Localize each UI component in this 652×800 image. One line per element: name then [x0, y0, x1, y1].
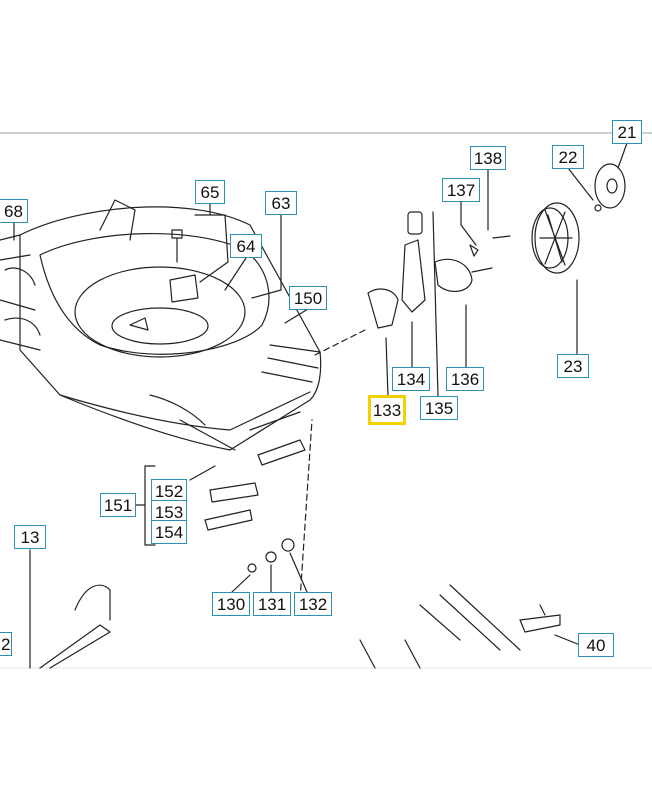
part-label-138: 138 — [470, 146, 506, 170]
part-label-134: 134 — [392, 367, 430, 391]
part-label-13: 13 — [14, 525, 46, 549]
washers-shape — [247, 538, 295, 573]
part-label-40: 40 — [578, 633, 614, 657]
part-label-151: 151 — [100, 493, 136, 517]
part-label-154: 154 — [151, 520, 187, 544]
part-label-68: 68 — [0, 199, 28, 223]
height-adjuster-parts — [367, 211, 511, 329]
part-label-63: 63 — [265, 191, 297, 215]
part-label-132: 132 — [294, 592, 332, 616]
part-label-21: 21 — [612, 120, 642, 144]
mower-deck-shape — [0, 199, 322, 451]
blade-assembly-shape — [129, 229, 199, 331]
leader-lines — [13, 142, 628, 669]
part-label-23: 23 — [557, 354, 589, 378]
part-label-135: 135 — [420, 396, 458, 420]
part-label-150: 150 — [289, 286, 327, 310]
part-label-137: 137 — [442, 178, 480, 202]
part-label-64: 64 — [230, 234, 262, 258]
part-label-131: 131 — [253, 592, 291, 616]
part-label-65: 65 — [195, 180, 225, 204]
part-label-136: 136 — [446, 367, 484, 391]
lower-parts-shape — [39, 584, 561, 669]
skid-plates-shape — [204, 439, 306, 531]
part-label-2: 2 — [0, 632, 12, 656]
part-label-130: 130 — [212, 592, 250, 616]
part-label-133: 133 — [368, 395, 406, 425]
wheel-shape — [531, 163, 626, 274]
part-label-22: 22 — [552, 145, 584, 169]
